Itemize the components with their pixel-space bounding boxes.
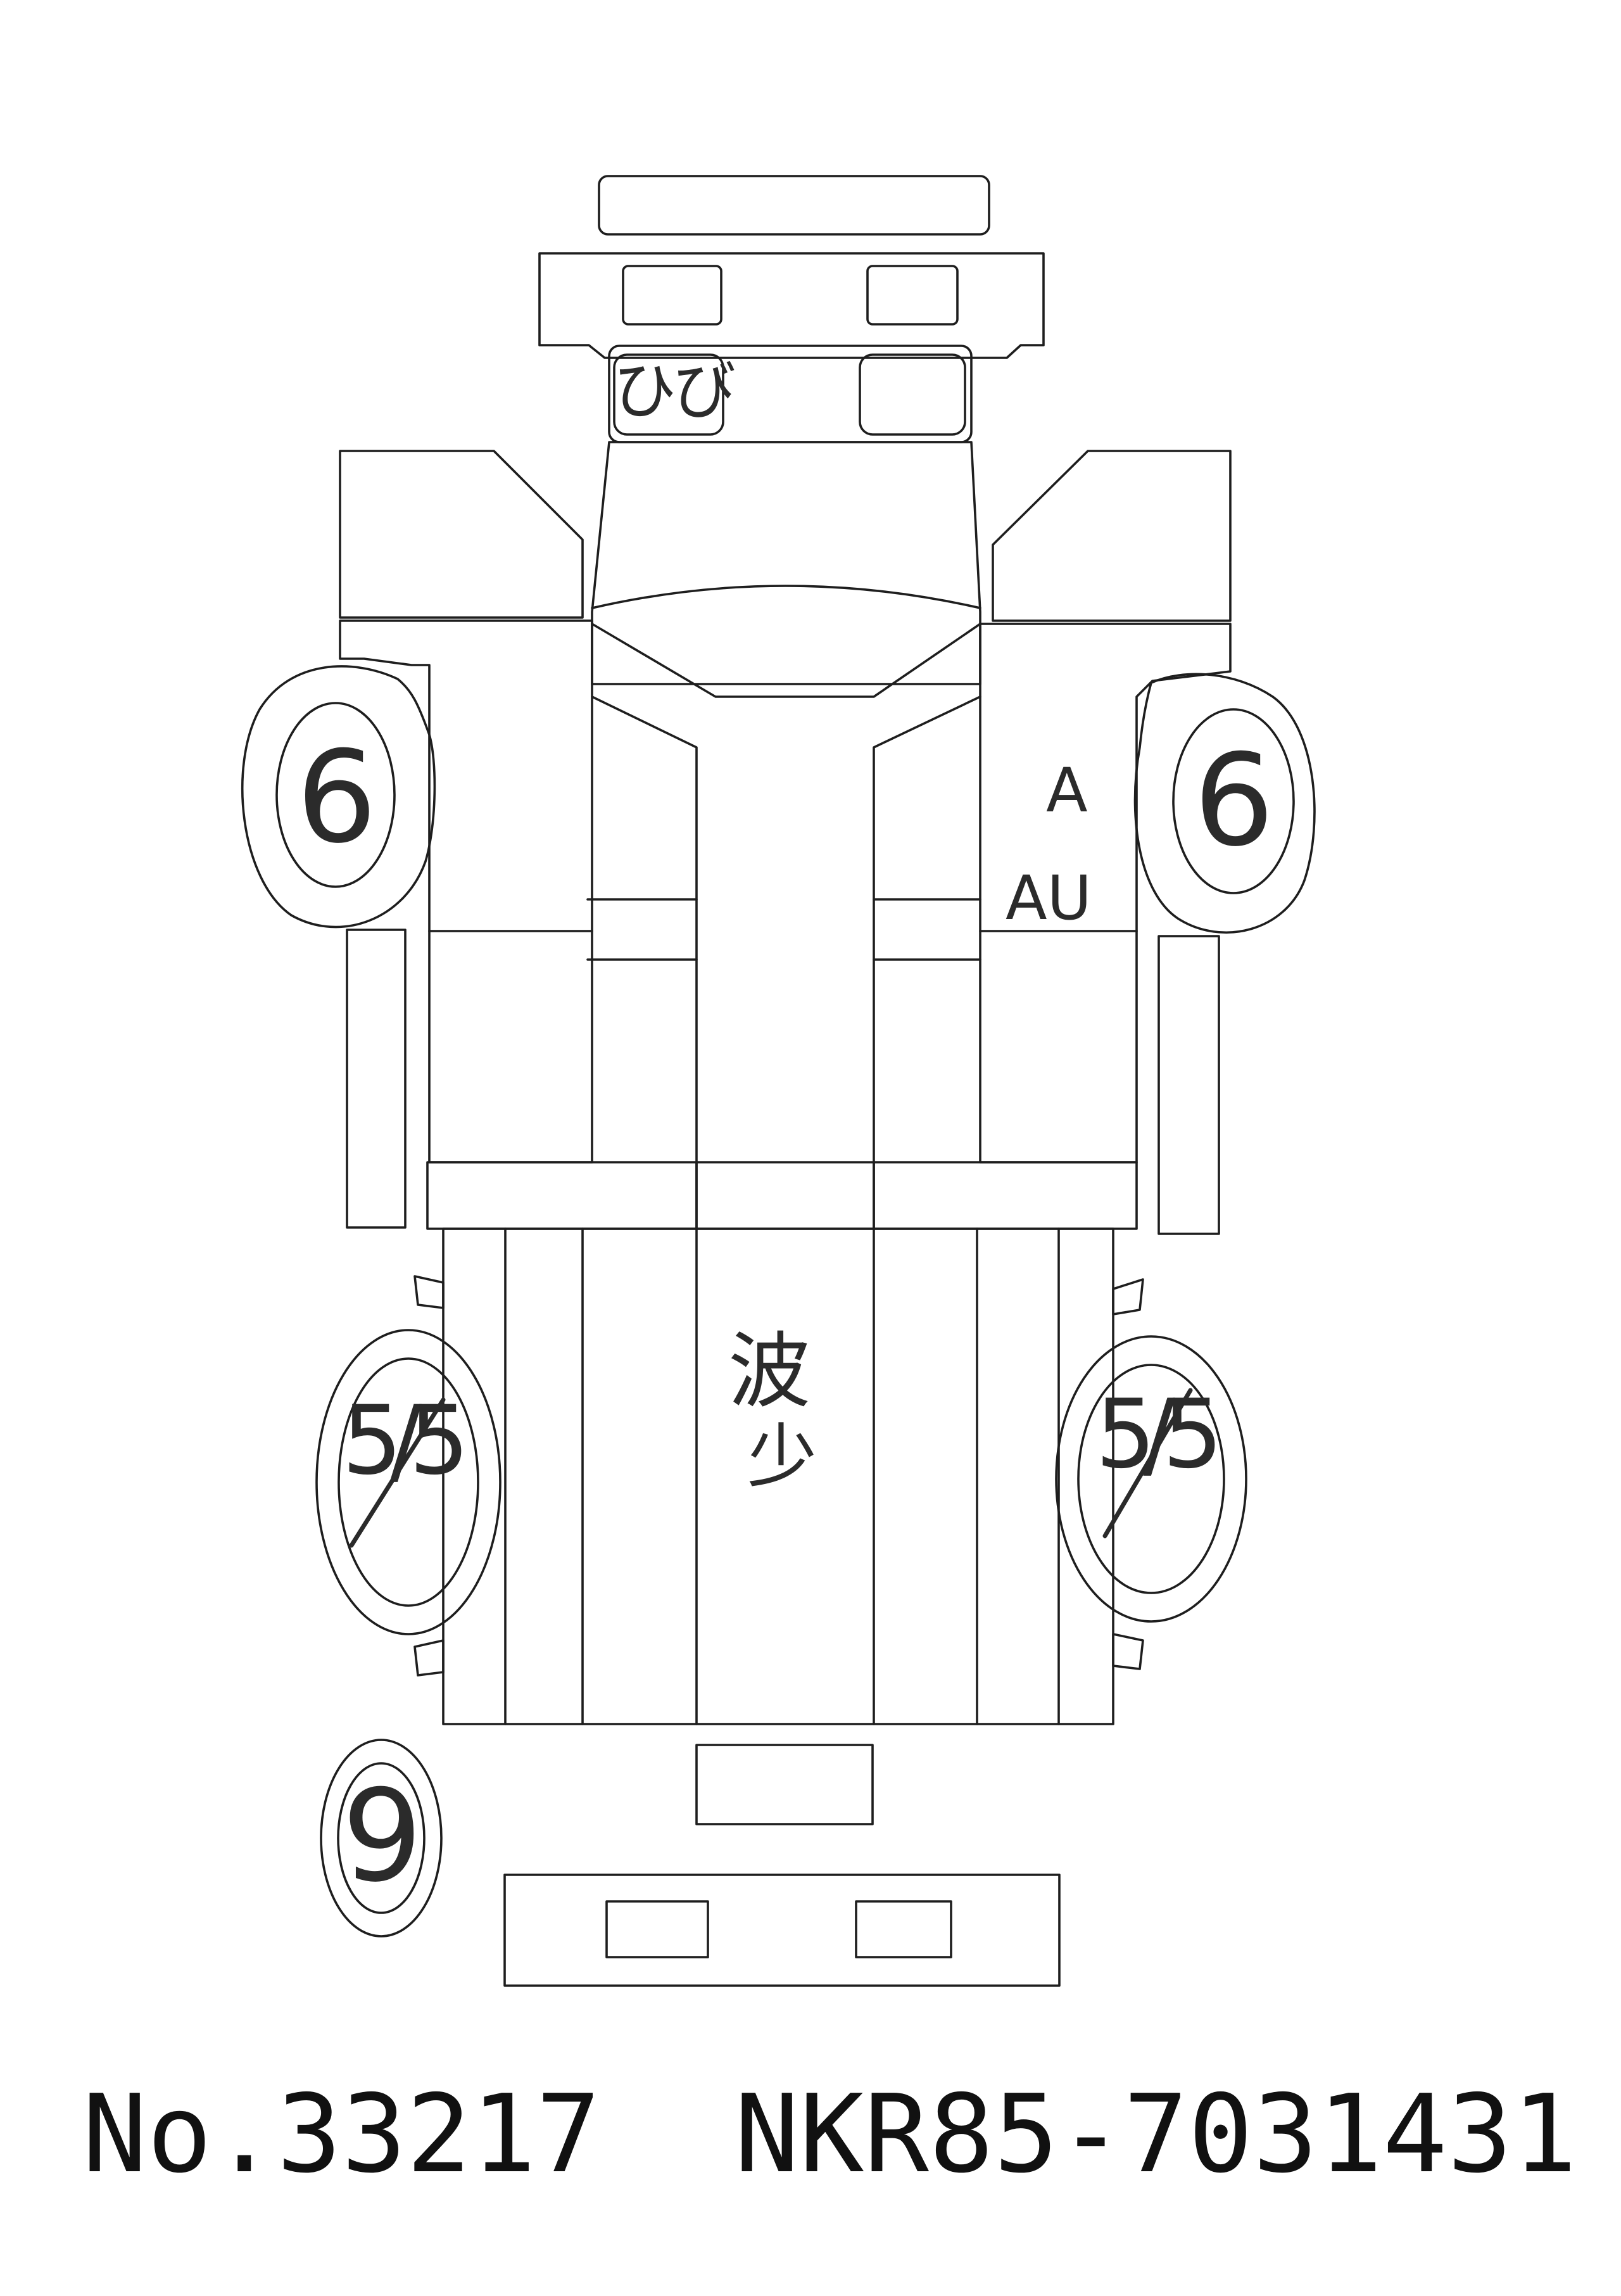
left-door-window: [339, 450, 584, 619]
cab-rear-inner: [591, 695, 981, 1230]
cargo-bed-mark-1: 波: [728, 1323, 811, 1419]
sheet-number: No.33217: [82, 2072, 601, 2197]
tire-front-left-mark: 6: [296, 724, 377, 872]
rear-right-fender-top: [1112, 1278, 1144, 1316]
tire-front-right: [1133, 673, 1316, 934]
rear-left-fender-bottom: [413, 1639, 445, 1677]
tire-rear-right: [1055, 1335, 1247, 1623]
headlight-right: [866, 265, 959, 326]
tail-plate: [695, 1744, 874, 1825]
rear-bumper: [503, 1874, 1061, 1987]
cargo-bed-mark-2: 少: [747, 1416, 817, 1497]
right-cab-side: [979, 623, 1232, 1164]
tire-rear-left-value: 5/5: [342, 1386, 469, 1496]
right-cab-side-lines: [873, 898, 1138, 961]
right-door-window: [992, 450, 1232, 622]
right-door-mark-au: AU: [1006, 863, 1092, 934]
cab-floor-band: [426, 1161, 1138, 1230]
fraction-slash-left: [349, 1397, 446, 1548]
tire-front-right-mark: 6: [1194, 727, 1275, 875]
tire-rear-right-mark: 5/5: [1095, 1387, 1223, 1482]
windshield-pane-left: [613, 353, 724, 436]
rear-light-left: [605, 1900, 709, 1958]
cargo-bed: [442, 1227, 1114, 1725]
windshield-mark: ひび: [613, 354, 736, 428]
spare-tire-mark: 9: [342, 1763, 423, 1910]
rear-right-fender-bottom: [1112, 1633, 1144, 1670]
front-grille-panel: [538, 252, 1045, 359]
tire-rear-right-value: 5/5: [1095, 1380, 1223, 1490]
roof-curve: [591, 585, 981, 609]
fraction-slash-right: [1102, 1388, 1193, 1538]
cab-rear-panel: [591, 623, 981, 698]
left-cab-side: [339, 619, 593, 1164]
tire-rear-left-mark: 5/5: [342, 1393, 469, 1488]
left-step: [346, 929, 407, 1229]
windshield-pane-right: [859, 353, 966, 436]
headlight-left: [622, 265, 722, 326]
rear-left-fender-top: [413, 1275, 445, 1309]
cab-roof: [591, 441, 981, 685]
front-bumper: [598, 175, 990, 236]
rear-light-right: [855, 1900, 952, 1958]
spare-tire: [320, 1739, 443, 1938]
tire-front-left: [241, 665, 436, 929]
right-door-mark-a: A: [1046, 755, 1088, 826]
chassis-number: NKR85-7031431: [735, 2072, 1577, 2197]
left-cab-side-lines: [428, 898, 698, 961]
right-step: [1157, 935, 1220, 1235]
cargo-bed-slats: [504, 1227, 1060, 1725]
tire-rear-left: [315, 1329, 501, 1635]
